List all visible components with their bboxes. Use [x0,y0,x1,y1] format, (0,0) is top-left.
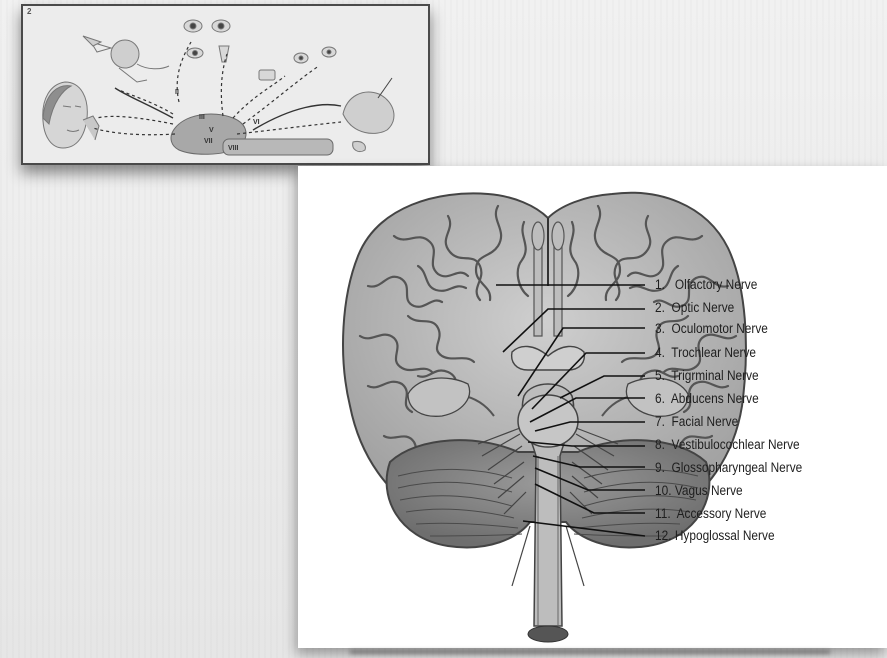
nerve-label-hypoglossal: 12. Hypoglossal Nerve [655,528,775,544]
small-eyes-illustration [259,47,336,80]
inset-roman-label: VIII [228,145,239,152]
eyes-illustration [184,20,230,62]
inset-roman-label: V [209,127,214,134]
cranial-nerve-function-sketch: II III V VI VII VIII [23,6,428,163]
nerve-label-vestibulocochlear: 8. Vestibulocochlear Nerve [655,437,800,453]
nerve-label-glossopharyngeal: 9. Glossopharyngeal Nerve [655,460,802,476]
inset-roman-label: VI [253,119,260,126]
nerve-label-accessory: 11. Accessory Nerve [655,506,766,522]
nerve-label-abducens: 6. Abducens Nerve [655,391,759,407]
nerve-label-trigeminal: 5. Trigrminal Nerve [655,368,759,384]
nerve-label-olfactory: 1. Olfactory Nerve [655,277,757,293]
nerve-label-vagus: 10. Vagus Nerve [655,483,743,499]
inset-illustration-panel: 2 II III V VI VII VIII [21,4,430,165]
brainstem-illustration [171,114,333,155]
panel-shadow [350,650,830,654]
nerve-label-oculomotor: 3. Oculomotor Nerve [655,321,768,337]
face-illustration [43,82,99,148]
brain-diagram-panel: 1. Olfactory Nerve 2. Optic Nerve 3. Ocu… [298,166,887,648]
eye-muscle-illustration [83,36,169,82]
nerve-label-facial: 7. Facial Nerve [655,414,738,430]
head-profile-illustration [343,78,394,152]
inset-roman-label: III [199,114,205,121]
brain-inferior-view [298,166,887,648]
nerve-label-trochlear: 4. Trochlear Nerve [655,345,756,361]
nerve-label-optic: 2. Optic Nerve [655,300,734,316]
inset-roman-label: VII [204,138,213,145]
